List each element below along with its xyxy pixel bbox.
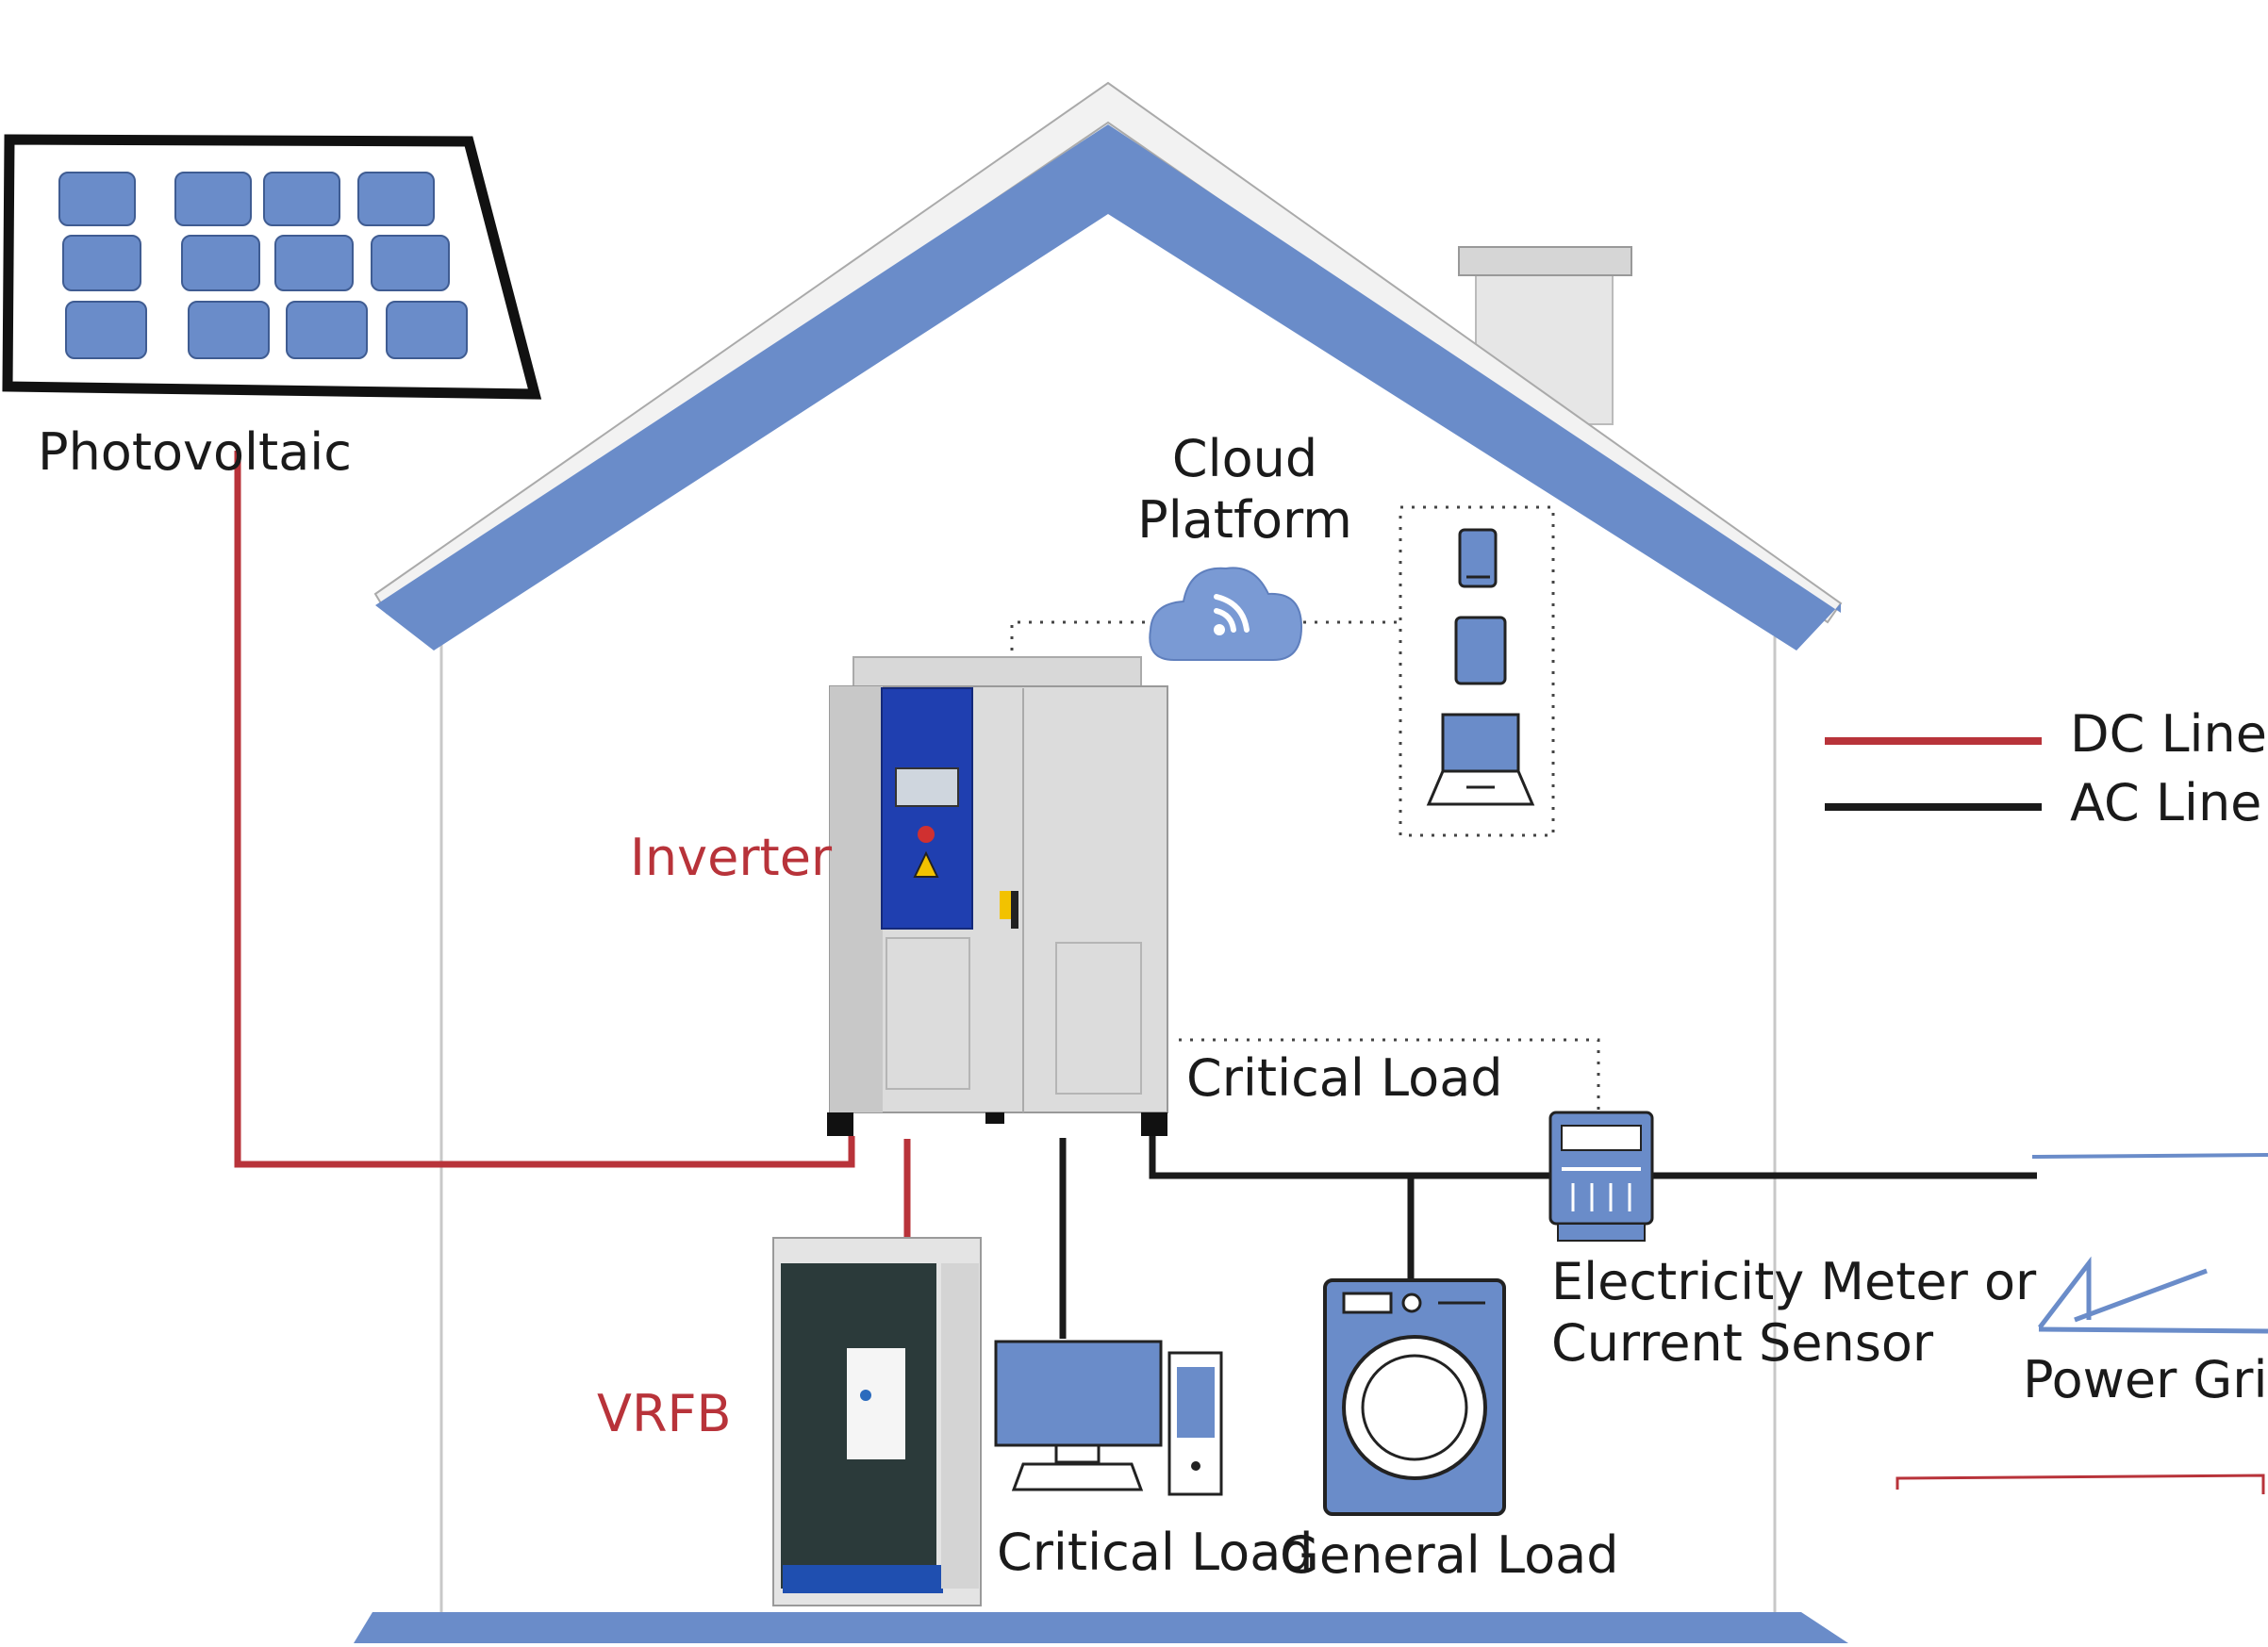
- cloud-platform-line1: Cloud: [1171, 429, 1318, 488]
- cloud-platform-line2: Platform: [1137, 489, 1352, 550]
- house-outline: [439, 636, 1777, 1643]
- critical-load-bottom-label: Critical Load: [997, 1523, 1314, 1582]
- dc-line-wiring: [234, 451, 911, 1240]
- washing-machine-icon: [1323, 1278, 1506, 1516]
- solar-panel-icon: [2, 134, 542, 400]
- photovoltaic-label: Photovoltaic: [38, 422, 352, 482]
- roof: [373, 81, 1843, 651]
- cloud-platform-label: Cloud Platform: [1132, 429, 1358, 552]
- power-grid-icon: [2031, 1153, 2268, 1334]
- electricity-meter-line2: Current Sensor: [1551, 1312, 1934, 1373]
- battery-cabinet: [772, 1237, 982, 1606]
- general-load-label: General Load: [1280, 1525, 1619, 1585]
- laptop-icon: [1426, 713, 1535, 806]
- legend-ac-label: AC Line: [2070, 773, 2262, 832]
- legend: [1825, 737, 2042, 811]
- ac-line-wiring: [1059, 1136, 2037, 1339]
- inverter-cabinet: [827, 656, 1168, 1136]
- electricity-meter-line1: Electricity Meter or: [1551, 1252, 2037, 1311]
- electricity-meter-label: Electricity Meter or Current Sensor: [1551, 1252, 2036, 1375]
- power-grid-label: Power Grid: [2023, 1350, 2268, 1409]
- red-bracket: [1896, 1474, 2265, 1494]
- vrfb-label: VRFB: [597, 1384, 732, 1443]
- tablet-icon: [1454, 616, 1507, 685]
- cloud-wifi-icon: [1149, 567, 1303, 661]
- inverter-label: Inverter: [630, 828, 833, 887]
- phone-icon: [1458, 528, 1498, 588]
- desktop-computer-icon: [994, 1340, 1223, 1496]
- legend-dc-label: DC Line: [2070, 704, 2267, 764]
- communication-lines: [1010, 505, 1600, 1112]
- critical-load-top-label: Critical Load: [1186, 1048, 1503, 1108]
- electricity-meter-icon: [1548, 1111, 1654, 1242]
- house-floor: [354, 1612, 1848, 1643]
